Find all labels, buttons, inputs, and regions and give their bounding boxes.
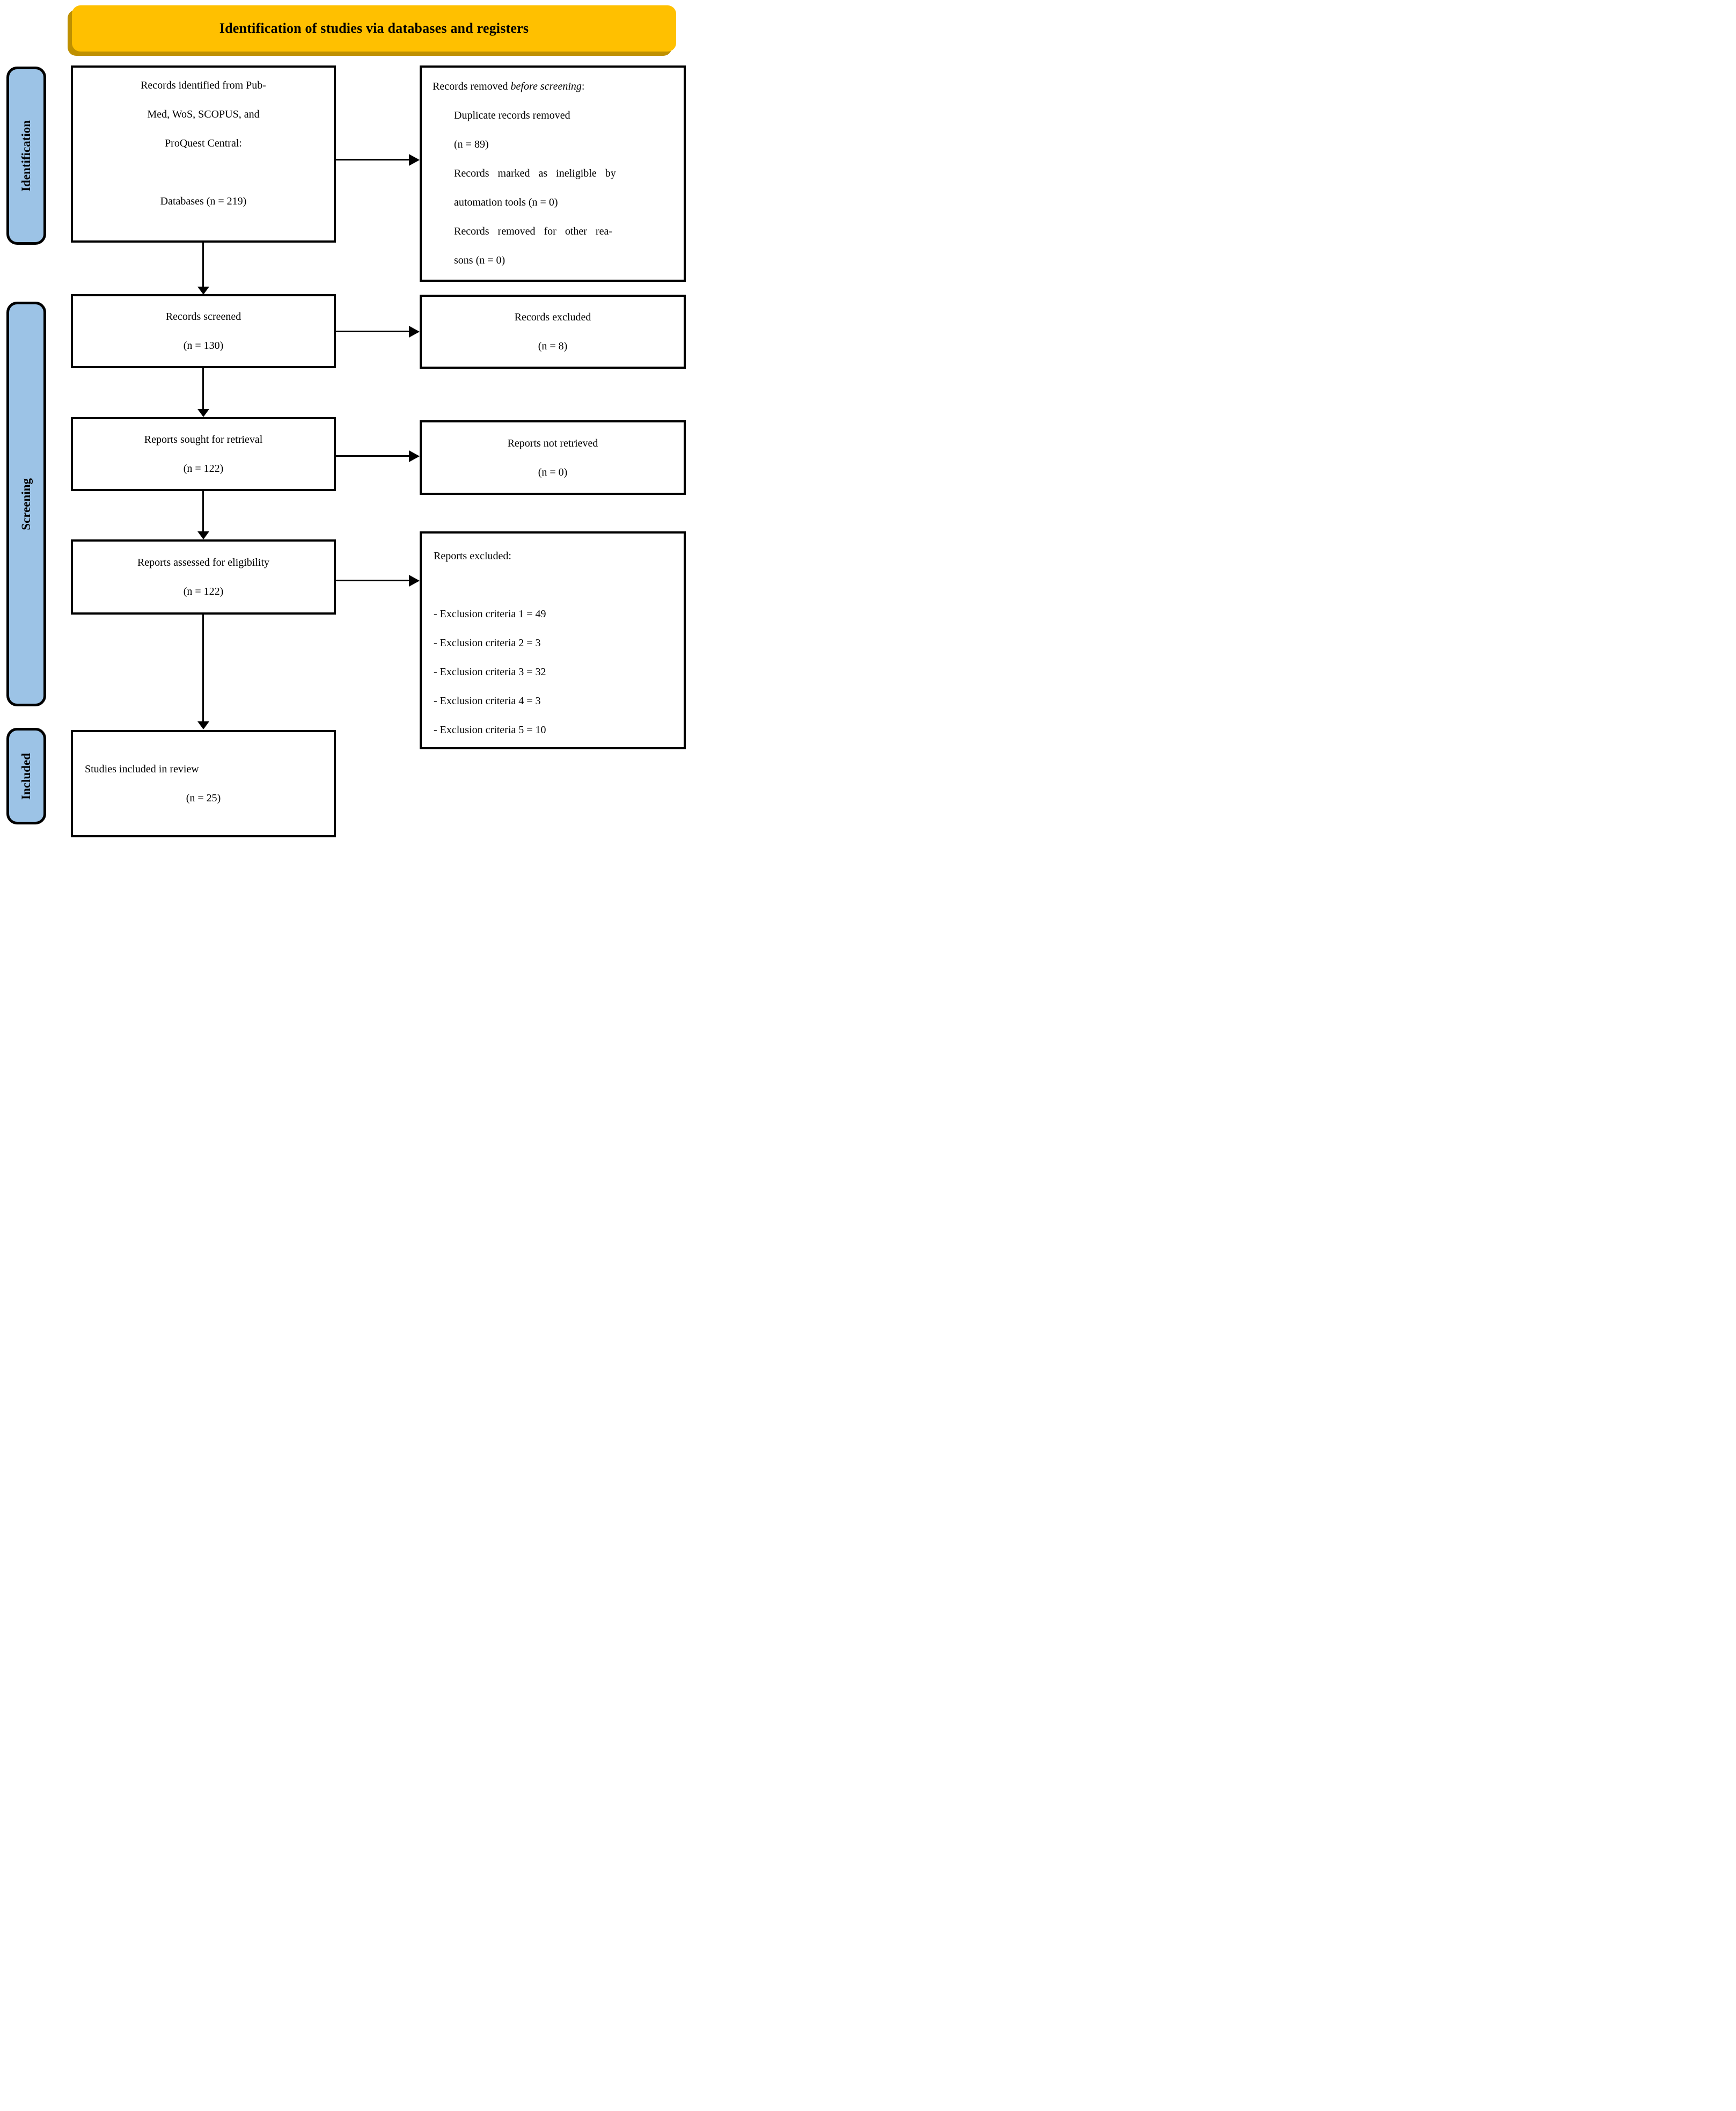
box-line: Records removed before screening: xyxy=(433,81,585,92)
reports-not-retrieved-box: Reports not retrieved (n = 0) xyxy=(420,420,686,495)
stage-label-identification: Identification xyxy=(6,67,46,245)
arrow-sought-to-assessed-line xyxy=(202,491,204,532)
stage-label-screening-text: Screening xyxy=(19,478,33,530)
box-line: Studies included in review xyxy=(85,763,199,775)
exclusion-item: - Exclusion criteria 5 = 10 xyxy=(434,724,546,736)
arrowhead-down-icon xyxy=(197,287,209,295)
exclusion-item: - Exclusion criteria 3 = 32 xyxy=(434,666,546,678)
box-line: Duplicate records removed xyxy=(454,109,570,121)
records-removed-box: Records removed before screening: Duplic… xyxy=(420,65,686,282)
studies-included-box: Studies included in review (n = 25) xyxy=(71,730,336,837)
blank-line xyxy=(73,158,334,187)
box-line: Records removed for other rea- xyxy=(454,225,612,237)
box-line: sons (n = 0) xyxy=(454,254,506,266)
box-line: Records marked as ineligible by xyxy=(454,167,616,179)
box-line: Records screened xyxy=(165,311,241,323)
reports-assessed-box: Reports assessed for eligibility (n = 12… xyxy=(71,539,336,615)
prisma-flow-diagram: Identification of studies via databases … xyxy=(0,0,694,844)
box-line: Records excluded xyxy=(514,311,591,323)
stage-label-included: Included xyxy=(6,728,46,824)
blank-line xyxy=(434,571,674,600)
arrowhead-right-icon xyxy=(409,575,420,587)
exclusion-item: - Exclusion criteria 4 = 3 xyxy=(434,695,541,707)
arrowhead-down-icon xyxy=(197,409,209,417)
box-line: Reports sought for retrieval xyxy=(144,434,263,445)
arrowhead-right-icon xyxy=(409,154,420,166)
exclusion-item: - Exclusion criteria 1 = 49 xyxy=(434,608,546,620)
header-banner: Identification of studies via databases … xyxy=(72,5,676,52)
box-line: (n = 0) xyxy=(538,466,568,478)
arrowhead-right-icon xyxy=(409,326,420,338)
arrow-sought-to-not-retrieved-line xyxy=(336,455,410,457)
box-line: (n = 25) xyxy=(186,792,221,804)
records-identified-box: Records identified from Pub- Med, WoS, S… xyxy=(71,65,336,243)
exclusion-item: - Exclusion criteria 2 = 3 xyxy=(434,637,541,649)
box-line: Med, WoS, SCOPUS, and xyxy=(147,108,260,120)
reports-sought-box: Reports sought for retrieval (n = 122) xyxy=(71,417,336,491)
stage-label-included-text: Included xyxy=(19,753,33,800)
arrow-screened-to-sought-line xyxy=(202,368,204,410)
reports-excluded-box: Reports excluded: - Exclusion criteria 1… xyxy=(420,531,686,749)
box-line: (n = 122) xyxy=(183,463,224,474)
arrowhead-right-icon xyxy=(409,450,420,462)
box-line: Databases (n = 219) xyxy=(160,195,247,207)
header-title: Identification of studies via databases … xyxy=(219,20,529,36)
arrowhead-down-icon xyxy=(197,531,209,539)
box-line: Reports assessed for eligibility xyxy=(137,557,270,568)
box-line: (n = 122) xyxy=(183,586,224,597)
box-line: (n = 89) xyxy=(454,138,489,150)
box-line: Reports excluded: xyxy=(434,550,511,562)
arrow-assessed-to-included-line xyxy=(202,615,204,722)
box-line: Reports not retrieved xyxy=(507,437,598,449)
box-line: ProQuest Central: xyxy=(165,137,242,149)
arrow-identified-to-screened-line xyxy=(202,243,204,288)
box-line: automation tools (n = 0) xyxy=(454,196,558,208)
arrow-assessed-to-reports-excluded-line xyxy=(336,580,410,581)
records-excluded-box: Records excluded (n = 8) xyxy=(420,295,686,369)
italic-phrase: before screening xyxy=(510,81,582,92)
arrowhead-down-icon xyxy=(197,721,209,729)
stage-label-identification-text: Identification xyxy=(19,120,33,192)
box-line: Records identified from Pub- xyxy=(141,79,266,91)
stage-label-screening: Screening xyxy=(6,302,46,706)
arrow-screened-to-excluded-line xyxy=(336,331,410,332)
box-line: (n = 8) xyxy=(538,340,568,352)
records-screened-box: Records screened (n = 130) xyxy=(71,294,336,368)
arrow-identified-to-removed-line xyxy=(336,159,410,160)
box-line: (n = 130) xyxy=(183,340,224,352)
